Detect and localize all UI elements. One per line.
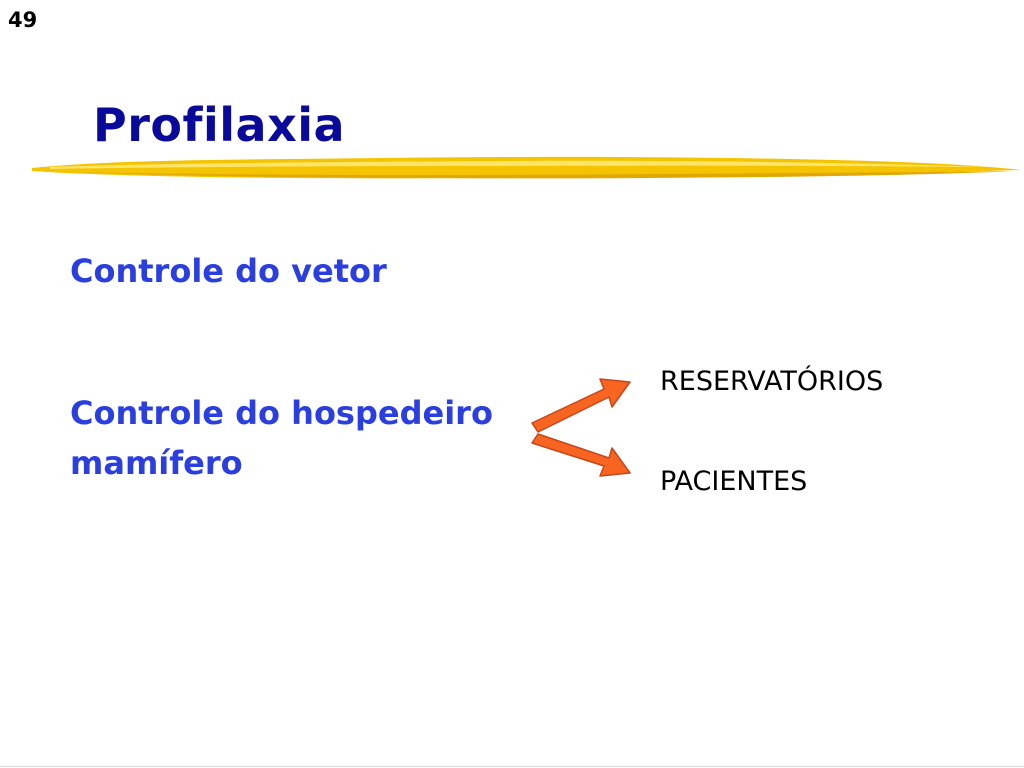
title-underline-brushstroke bbox=[32, 156, 1022, 179]
brushstroke-highlight bbox=[50, 160, 990, 169]
slide-number: 49 bbox=[8, 8, 38, 32]
arrow-down-icon bbox=[531, 433, 631, 477]
brushstroke-shadow bbox=[70, 171, 1015, 179]
slide-title: Profilaxia bbox=[93, 98, 346, 152]
target-pacientes: PACIENTES bbox=[660, 466, 808, 497]
bullet-line: mamífero bbox=[70, 444, 243, 482]
target-reservatorios: RESERVATÓRIOS bbox=[660, 366, 884, 397]
branch-arrows bbox=[531, 378, 631, 477]
arrow-up-icon bbox=[531, 378, 631, 433]
bullet-controle-vetor: Controle do vetor bbox=[70, 252, 387, 290]
bullet-controle-hospedeiro: Controle do hospedeiro mamífero bbox=[70, 388, 493, 488]
bottom-divider bbox=[0, 766, 1024, 767]
bullet-line: Controle do hospedeiro bbox=[70, 394, 493, 432]
